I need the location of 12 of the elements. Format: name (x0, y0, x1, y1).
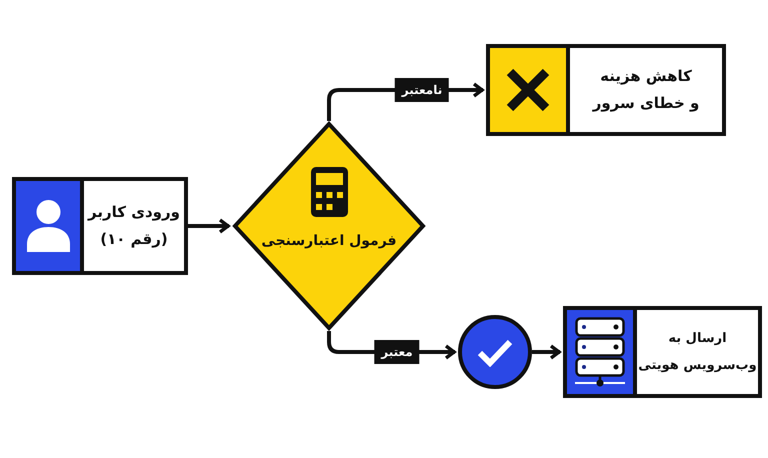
node-text: ورودی کاربر (۱۰ رقم) (88, 202, 180, 250)
decision-diamond (232, 121, 426, 331)
node-text: ارسال به وب‌سرویس هویتی (638, 330, 757, 375)
process-box (563, 306, 762, 398)
node-text: فرمول اعتبارسنجی (261, 232, 397, 251)
process-box (486, 44, 726, 136)
process-box (12, 177, 188, 275)
edge-label: نامعتبر (394, 78, 450, 102)
edge-label: معتبر (374, 340, 420, 364)
arrow (188, 218, 230, 234)
arrow (532, 344, 561, 360)
node-text: کاهش هزینه و خطای سرور (592, 66, 700, 114)
